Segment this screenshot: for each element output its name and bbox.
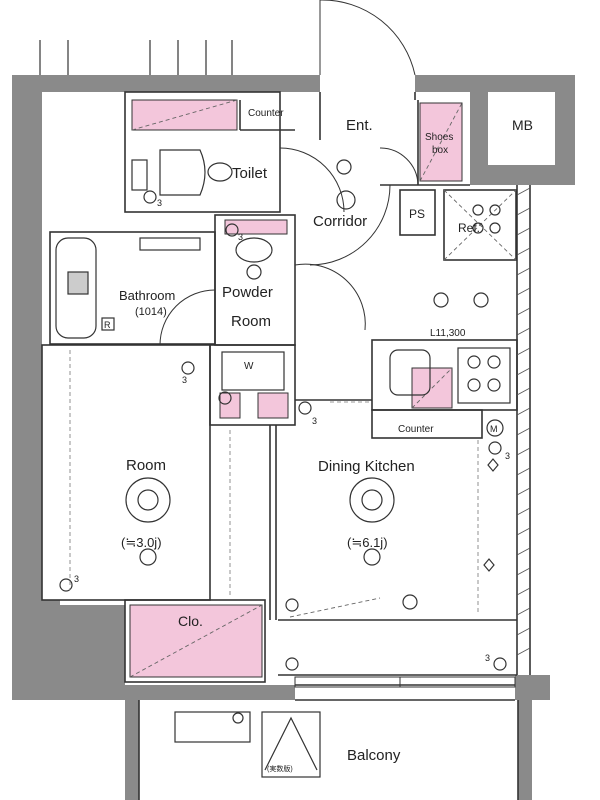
corridor-label: Corridor bbox=[313, 213, 367, 230]
right-hatch bbox=[516, 187, 531, 656]
ent-label: Ent. bbox=[346, 117, 373, 134]
washer-shelf-left bbox=[219, 392, 241, 419]
counter-bottom-label: Counter bbox=[398, 424, 434, 435]
column-lines bbox=[39, 40, 233, 75]
walls bbox=[12, 75, 575, 800]
room-labels: Ent. MB Shoes box Counter Toilet Corrido… bbox=[119, 108, 533, 773]
partitions bbox=[41, 91, 531, 800]
powder-label-1: Powder bbox=[222, 284, 273, 301]
toilet-label: Toilet bbox=[232, 165, 268, 182]
fixtures bbox=[55, 149, 511, 778]
storage-fills bbox=[129, 99, 463, 678]
guide-lines bbox=[69, 350, 479, 615]
outlet-mark: 3 bbox=[485, 653, 490, 663]
shoes-box-label-2: box bbox=[432, 145, 448, 156]
outlet-mark: 3 bbox=[505, 451, 510, 461]
shoes-box-label-1: Shoes bbox=[425, 132, 453, 143]
outlet-mark: 3 bbox=[238, 232, 243, 242]
closet-fill bbox=[129, 604, 263, 678]
powder-shelf bbox=[224, 219, 288, 235]
balcony-label: Balcony bbox=[347, 747, 401, 764]
powder-label-2: Room bbox=[231, 313, 271, 330]
outlet-labels: 3 3 3 3 3 3 3 R M bbox=[74, 198, 510, 663]
w-mark: W bbox=[244, 361, 254, 372]
kitchen-width-label: L11,300 bbox=[430, 328, 466, 339]
counter-top-label: Counter bbox=[248, 108, 284, 119]
mb-label: MB bbox=[512, 117, 533, 133]
r-mark: R bbox=[104, 320, 111, 330]
balcony-window bbox=[294, 676, 516, 688]
dining-kitchen-size-label: (≒6.1j) bbox=[347, 535, 388, 550]
door-swings bbox=[159, 0, 419, 346]
outlet-mark: 3 bbox=[157, 198, 162, 208]
room-label: Room bbox=[126, 457, 166, 474]
outlet-mark: 3 bbox=[312, 416, 317, 426]
room-size-label: (≒3.0j) bbox=[121, 535, 162, 550]
bathroom-label: Bathroom bbox=[119, 288, 175, 303]
storage-dashes bbox=[129, 99, 517, 678]
dining-kitchen-label: Dining Kitchen bbox=[318, 458, 415, 475]
outlet-mark: 3 bbox=[182, 375, 187, 385]
bathroom-size-label: (1014) bbox=[135, 306, 167, 318]
clo-label: Clo. bbox=[178, 613, 203, 629]
ref-label: Ref. bbox=[458, 221, 480, 235]
ps-label: PS bbox=[409, 207, 425, 221]
washer-shelf-right bbox=[257, 392, 289, 419]
m-mark: M bbox=[490, 424, 498, 434]
balcony-unit-label: (実数版) bbox=[267, 764, 293, 773]
outlet-mark: 3 bbox=[74, 574, 79, 584]
